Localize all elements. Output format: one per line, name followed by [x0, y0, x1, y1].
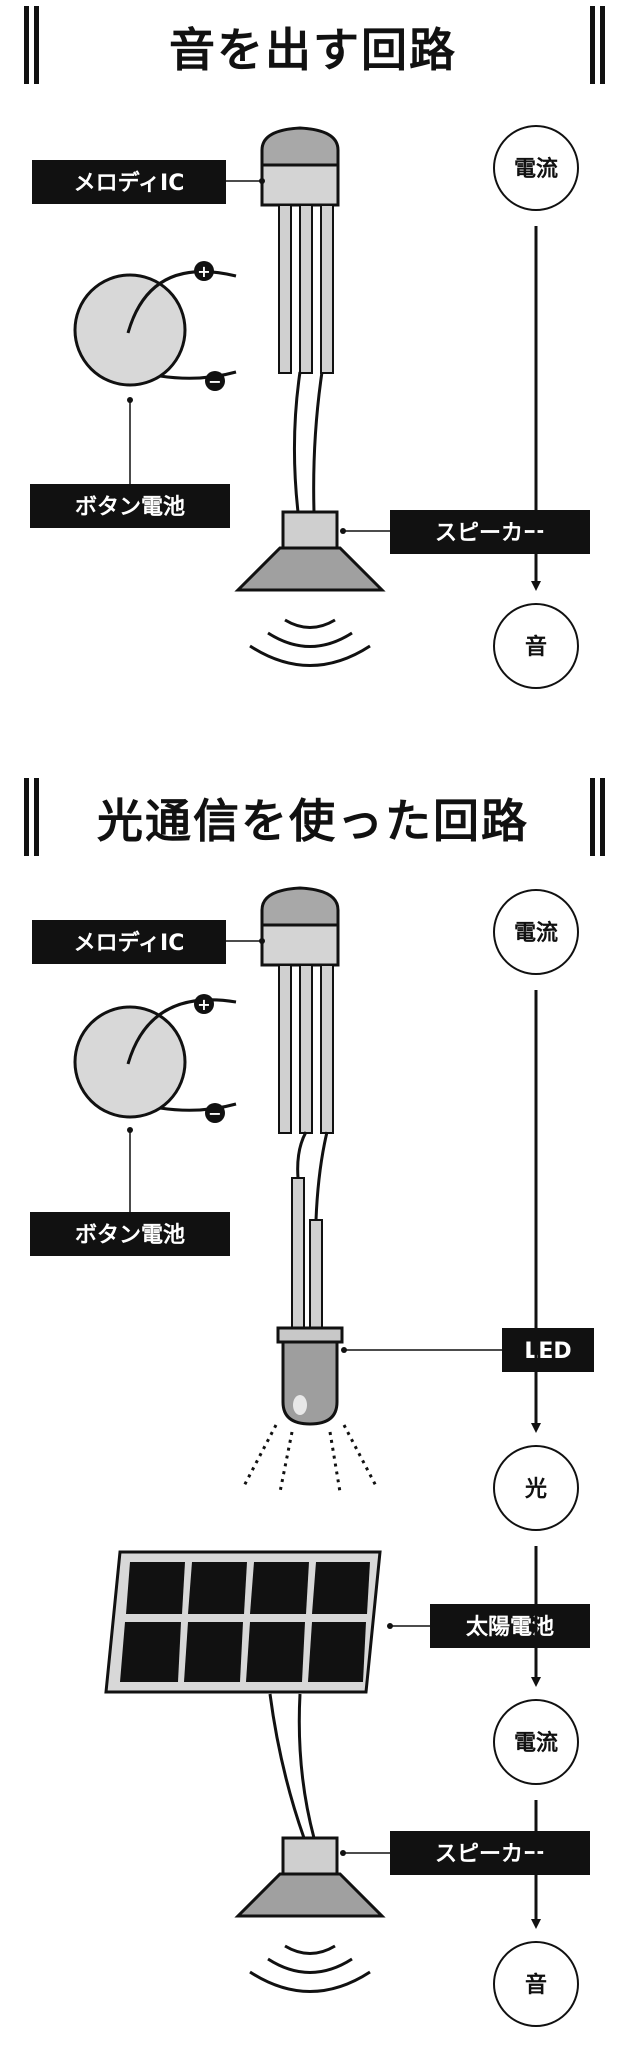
button-battery-2: + − — [73, 994, 237, 1123]
title-bars-2 — [24, 778, 605, 856]
svg-text:LED: LED — [524, 1339, 571, 1364]
melody-ic-1 — [260, 126, 340, 374]
speaker-2 — [234, 1836, 386, 1993]
light-rays-icon — [242, 1424, 378, 1493]
sound-wave-icon — [284, 618, 336, 629]
flow-chain-1: 電流 音 — [493, 125, 579, 689]
label-melody-ic-2: メロディIC — [32, 920, 226, 964]
speaker-1 — [234, 510, 386, 667]
label-solar-battery: 太陽電池 — [430, 1604, 590, 1648]
svg-text:−: − — [208, 372, 221, 391]
solar-panel — [104, 1550, 382, 1694]
label-speaker-1: スピーカー — [390, 510, 590, 554]
label-melody-ic-1: メロディIC — [32, 160, 226, 204]
plus-terminal-icon — [194, 261, 214, 281]
sound-wave-icon — [284, 1944, 336, 1955]
flow-node-sound: 音 — [525, 634, 547, 660]
flow-node-light: 光 — [524, 1477, 547, 1502]
section-1: 音を出す回路 + − — [24, 6, 605, 689]
minus-terminal-icon — [205, 371, 225, 391]
led — [242, 1177, 378, 1493]
title-bars-1 — [24, 6, 605, 84]
label-led: LED — [502, 1328, 594, 1372]
svg-text:ボタン電池: ボタン電池 — [75, 1223, 185, 1248]
melody-ic-2 — [260, 886, 340, 1134]
section-title-2: 光通信を使った回路 — [97, 794, 529, 848]
plus-terminal-icon — [194, 994, 214, 1014]
label-speaker-2: スピーカー — [390, 1831, 590, 1875]
svg-text:ボタン電池: ボタン電池 — [75, 495, 185, 520]
flow-node-sound: 音 — [525, 1972, 547, 1998]
svg-text:+: + — [197, 995, 210, 1014]
flow-node-current: 電流 — [514, 156, 558, 182]
flow-node-current-2: 電流 — [514, 1730, 558, 1756]
svg-text:+: + — [197, 262, 210, 281]
label-button-battery-2: ボタン電池 — [30, 1212, 230, 1256]
svg-text:−: − — [208, 1104, 221, 1123]
button-battery-1: + − — [73, 261, 237, 391]
minus-terminal-icon — [205, 1103, 225, 1123]
section-title-1: 音を出す回路 — [169, 23, 457, 77]
svg-text:メロディIC: メロディIC — [74, 170, 185, 196]
label-button-battery-1: ボタン電池 — [30, 484, 230, 528]
svg-text:太陽電池: 太陽電池 — [466, 1615, 554, 1640]
section-2: 光通信を使った回路 + − — [24, 778, 605, 2027]
svg-text:スピーカー: スピーカー — [435, 1842, 545, 1867]
flow-node-current: 電流 — [514, 920, 558, 946]
svg-text:スピーカー: スピーカー — [435, 521, 545, 546]
flow-chain-2: 電流 光 電流 音 — [493, 889, 579, 2027]
svg-text:メロディIC: メロディIC — [74, 930, 185, 956]
